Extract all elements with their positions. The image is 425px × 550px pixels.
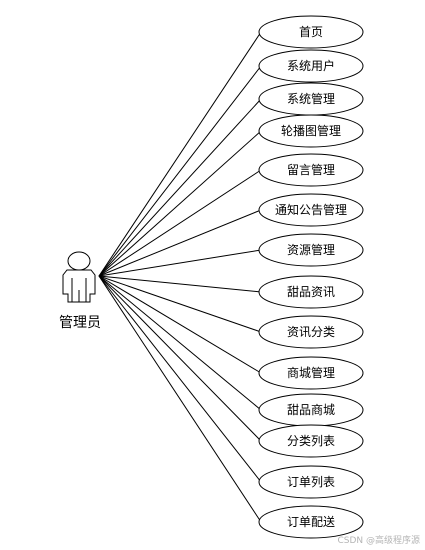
use-case-ellipse: [258, 505, 364, 539]
use-case-label: 订单列表: [287, 475, 335, 489]
association-line: [98, 98, 262, 277]
use-case-ellipse: [258, 424, 364, 458]
use-case-label: 资讯分类: [287, 325, 335, 339]
association-line: [98, 65, 262, 277]
association-line: [98, 275, 262, 293]
use-case-label: 订单配送: [287, 514, 335, 529]
use-case: 系统用户: [258, 49, 364, 83]
actor: 管理员: [59, 251, 101, 331]
use-case: 资源管理: [258, 233, 364, 267]
use-case: 轮播图管理: [258, 114, 364, 148]
use-case: 资讯分类: [258, 315, 364, 349]
use-case: 甜品资讯: [258, 275, 364, 309]
association-line: [98, 249, 262, 277]
use-case-label: 留言管理: [287, 162, 335, 177]
association-lines: [98, 31, 262, 523]
use-case-ellipse: [258, 233, 364, 267]
use-case-label: 轮播图管理: [281, 123, 341, 138]
association-line: [98, 275, 262, 523]
use-case-ellipse: [258, 356, 364, 390]
use-case-label: 分类列表: [287, 434, 335, 448]
use-case: 分类列表: [258, 424, 364, 458]
use-case-ellipse: [258, 465, 364, 499]
use-case-group: 首页系统用户系统管理轮播图管理留言管理通知公告管理资源管理甜品资讯资讯分类商城管…: [258, 15, 364, 539]
use-case: 订单列表: [258, 465, 364, 499]
association-line: [98, 275, 262, 333]
use-case-ellipse: [258, 15, 364, 49]
use-case-label: 甜品商城: [287, 402, 335, 417]
use-case-label: 首页: [299, 25, 323, 39]
use-case-ellipse: [258, 275, 364, 309]
use-case-label: 系统管理: [287, 91, 335, 106]
use-case: 商城管理: [258, 356, 364, 390]
association-line: [98, 209, 262, 277]
use-case-ellipse: [258, 315, 364, 349]
actor-label: 管理员: [59, 315, 101, 331]
use-case: 留言管理: [258, 153, 364, 187]
association-line: [98, 275, 262, 374]
use-case-ellipse: [258, 114, 364, 148]
association-line: [98, 275, 262, 442]
use-case-ellipse: [258, 153, 364, 187]
use-case: 订单配送: [258, 505, 364, 539]
use-case-ellipse: [258, 193, 364, 227]
use-case: 甜品商城: [258, 393, 364, 427]
use-case-label: 系统用户: [287, 58, 335, 73]
use-case-label: 商城管理: [287, 365, 335, 380]
use-case: 通知公告管理: [258, 193, 364, 227]
use-case-ellipse: [258, 49, 364, 83]
association-line: [98, 169, 262, 277]
use-case: 系统管理: [258, 82, 364, 116]
association-line: [98, 275, 262, 411]
use-case-label: 资源管理: [287, 242, 335, 257]
association-line: [98, 130, 262, 277]
use-case-label: 甜品资讯: [287, 285, 335, 299]
person-icon: [62, 251, 96, 303]
association-line: [98, 275, 262, 483]
watermark: CSDN @高级程序源: [337, 534, 420, 546]
use-case-label: 通知公告管理: [275, 202, 347, 217]
use-case: 首页: [258, 15, 364, 49]
association-line: [98, 31, 262, 277]
